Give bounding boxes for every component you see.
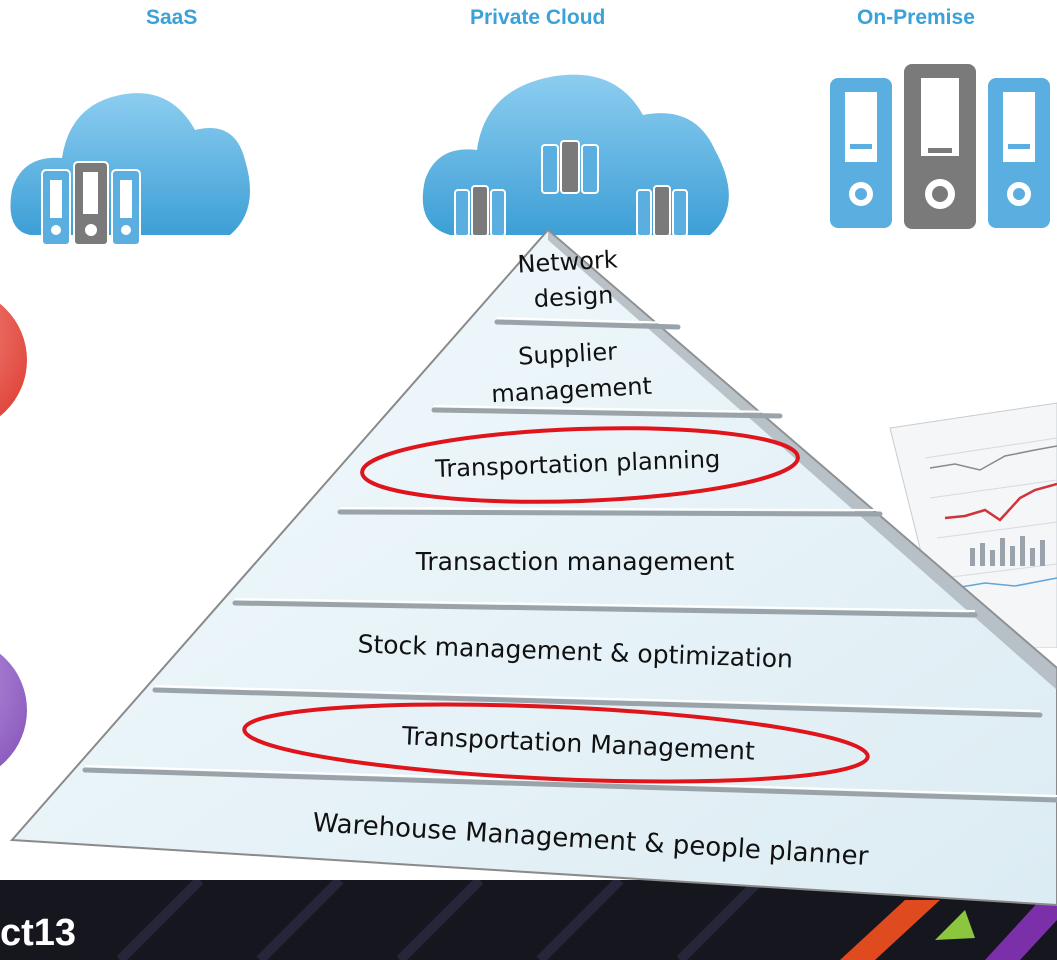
tier-2-line1: Supplier <box>517 337 617 370</box>
purple-circle <box>0 653 27 767</box>
saas-cloud-icon <box>10 93 250 246</box>
on-premise-binders-icon <box>830 64 1050 229</box>
binder-icon <box>111 169 141 246</box>
footer-stripe-orange <box>840 900 940 960</box>
binder-icon <box>988 78 1050 228</box>
binder-icon <box>904 64 976 229</box>
footer-stripe-purple <box>985 900 1057 960</box>
tier-1-line1: Network <box>517 245 619 278</box>
binder-icon <box>541 140 599 194</box>
highlight-transportation-management <box>242 702 870 784</box>
binder-icon <box>636 185 688 237</box>
binder-icon <box>41 169 71 246</box>
tier-separators <box>82 319 1057 803</box>
binder-icon <box>454 185 506 237</box>
saas-label: SaaS <box>146 6 198 29</box>
footer-triangle-green <box>935 910 975 940</box>
on-premise-label: On-Premise <box>857 6 975 29</box>
tier-4-label: Transaction management <box>415 547 735 576</box>
footer-text: ct13 <box>0 912 77 954</box>
binder-icon <box>830 78 892 228</box>
private-cloud-icon <box>422 74 729 237</box>
highlight-transportation-planning <box>360 426 800 504</box>
private-cloud-label: Private Cloud <box>470 6 606 29</box>
side-circles-decoration <box>0 303 27 767</box>
binder-icon <box>73 161 109 246</box>
red-circle <box>0 303 27 417</box>
tier-1-line2: design <box>533 281 614 313</box>
